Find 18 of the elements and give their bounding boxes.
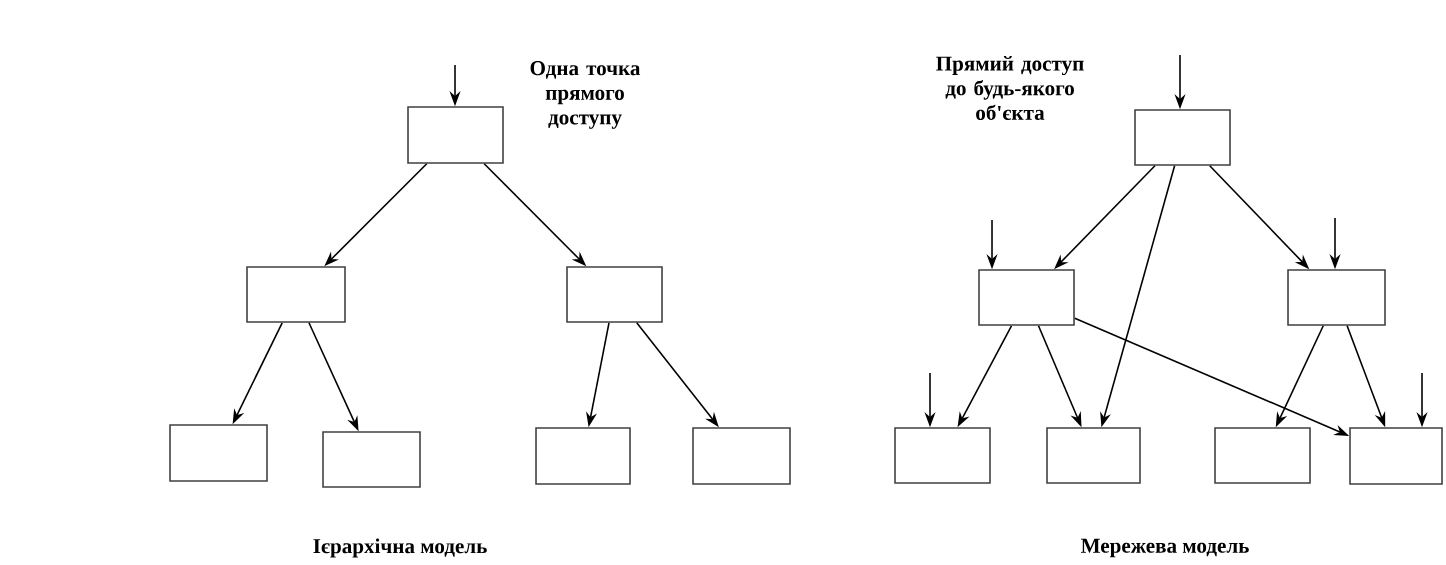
box <box>1287 269 1386 326</box>
box <box>169 424 268 482</box>
box <box>322 431 421 488</box>
box <box>1349 427 1443 485</box>
note: Ієрархічна модель <box>313 538 487 558</box>
box <box>1134 109 1231 166</box>
note: Мережева модель <box>1081 538 1249 558</box>
box <box>1214 427 1311 484</box>
box <box>894 427 991 484</box>
box <box>692 427 791 485</box>
note: Прямий доступ до будь-якого об'єкта <box>936 56 1084 120</box>
box <box>566 266 663 323</box>
note: Одна точка прямого доступу <box>530 61 641 129</box>
box <box>535 427 631 485</box>
box <box>407 106 504 164</box>
box <box>978 269 1075 326</box>
box <box>246 266 346 323</box>
box <box>1046 427 1141 484</box>
